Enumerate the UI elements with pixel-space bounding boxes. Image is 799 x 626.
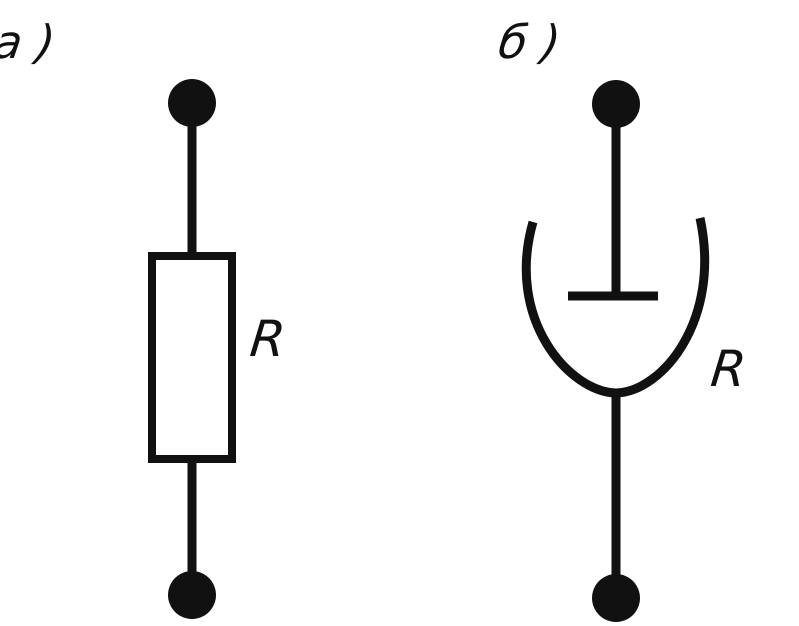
panel-b-label: б ) xyxy=(495,15,563,69)
panel-b-component-label: R xyxy=(708,339,749,398)
panel-a-bottom-terminal xyxy=(168,571,216,619)
panel-a-component-label: R xyxy=(247,309,288,368)
panel-a: а ) R xyxy=(0,15,288,619)
panel-b: б ) R xyxy=(495,15,749,622)
panel-a-resistor-body xyxy=(148,252,236,463)
panel-b-bottom-terminal xyxy=(592,574,640,622)
panel-a-label: а ) xyxy=(0,15,59,69)
